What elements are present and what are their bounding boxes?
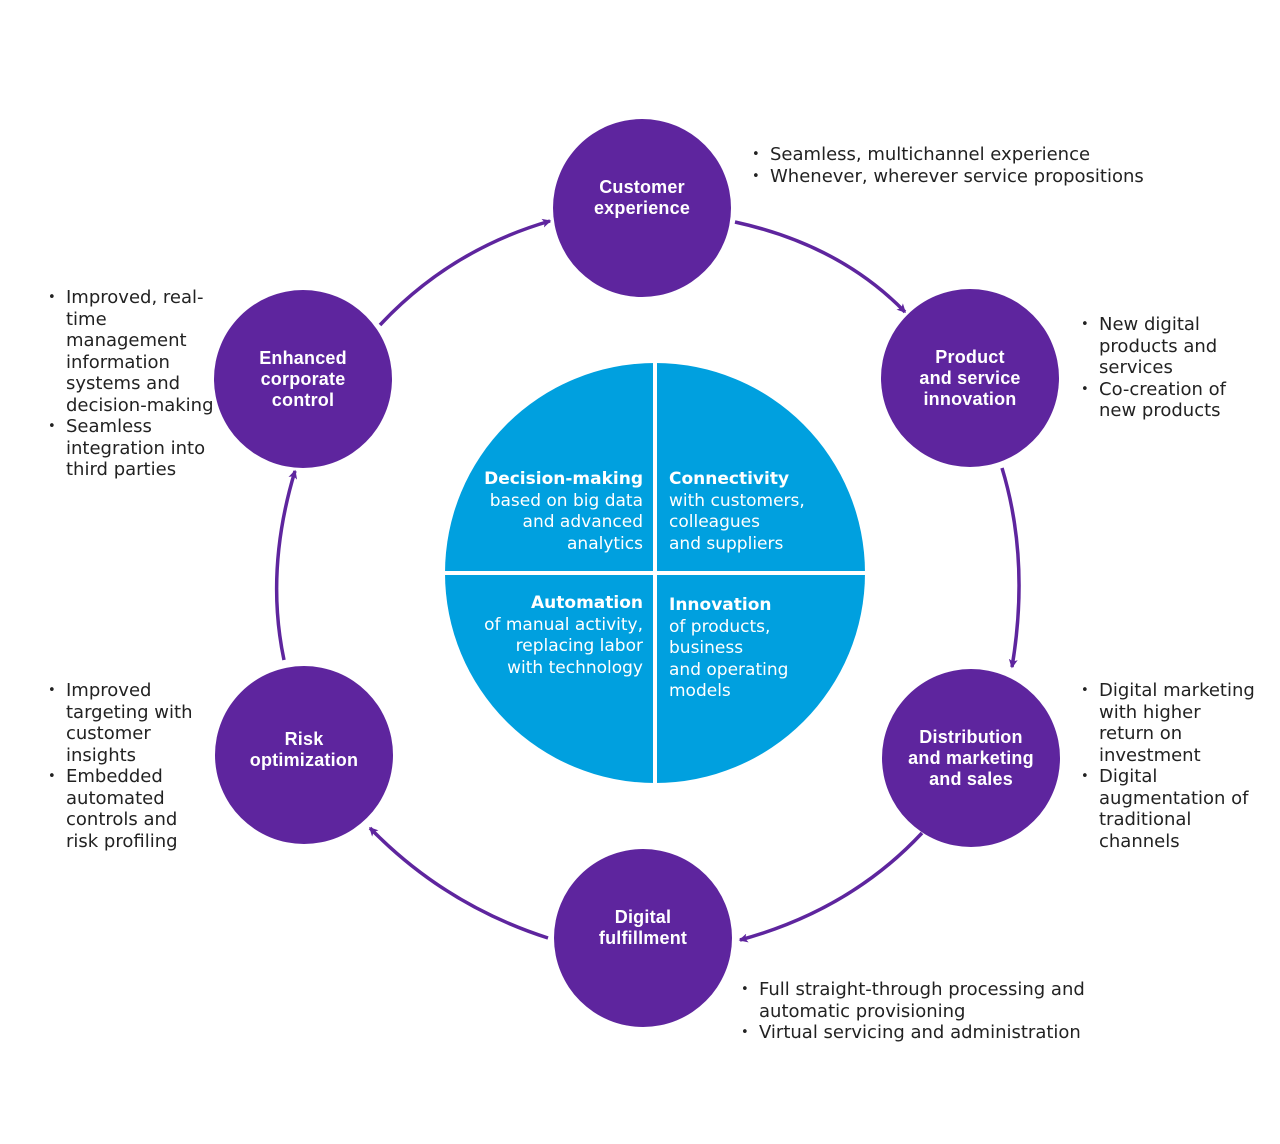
arrow-customer-to-product xyxy=(734,220,907,314)
hub-quadrant-decision-making: Decision-making based on big data and ad… xyxy=(445,363,653,571)
quadrant-subtitle: of manual activity, replacing labor with… xyxy=(484,614,643,678)
notes-enhanced-corporate-control: Improved, real-time management informati… xyxy=(48,287,218,481)
node-customer-experience: Customer experience xyxy=(553,119,731,297)
note-item: Virtual servicing and administration xyxy=(741,1022,1181,1044)
notes-product-service-innovation: New digital products and services Co-cre… xyxy=(1081,314,1241,422)
node-label: Product and service innovation xyxy=(919,346,1021,409)
note-item: Digital marketing with higher return on … xyxy=(1081,680,1256,766)
quadrant-title: Innovation xyxy=(669,595,772,615)
arrow-distribution-to-fulfillment xyxy=(738,831,924,943)
central-hub: Decision-making based on big data and ad… xyxy=(445,363,865,783)
arrow-product-to-distribution xyxy=(1000,467,1021,669)
quadrant-subtitle: with customers, colleagues and suppliers xyxy=(669,490,805,554)
quadrant-title: Connectivity xyxy=(669,469,790,489)
node-distribution-marketing-sales: Distribution and marketing and sales xyxy=(882,669,1060,847)
node-enhanced-corporate-control: Enhanced corporate control xyxy=(214,290,392,468)
arrow-fulfillment-to-risk xyxy=(368,826,549,940)
note-item: Seamless, multichannel experience xyxy=(752,144,1152,166)
node-label: Customer experience xyxy=(593,177,691,218)
arrow-risk-to-control xyxy=(274,469,298,661)
note-item: New digital products and services xyxy=(1081,314,1241,379)
note-item: Embedded automated controls and risk pro… xyxy=(48,766,208,852)
quadrant-title: Decision-making xyxy=(484,469,643,489)
note-item: Whenever, wherever service propositions xyxy=(752,166,1152,188)
node-product-service-innovation: Product and service innovation xyxy=(881,289,1059,467)
note-item: Co-creation of new products xyxy=(1081,379,1241,422)
node-risk-optimization: Risk optimization xyxy=(215,666,393,844)
note-item: Full straight-through processing and aut… xyxy=(741,979,1181,1022)
note-item: Improved, real-time management informati… xyxy=(48,287,218,416)
node-label: Enhanced corporate control xyxy=(259,347,347,410)
hub-quadrant-innovation: Innovation of products, business and ope… xyxy=(657,575,865,783)
quadrant-subtitle: based on big data and advanced analytics xyxy=(489,490,643,554)
notes-customer-experience: Seamless, multichannel experience Whenev… xyxy=(752,144,1152,187)
notes-digital-fulfillment: Full straight-through processing and aut… xyxy=(741,979,1181,1044)
quadrant-title: Automation xyxy=(531,593,643,613)
note-item: Seamless integration into third parties xyxy=(48,416,218,481)
hub-quadrant-automation: Automation of manual activity, replacing… xyxy=(445,575,653,783)
node-label: Digital fulfillment xyxy=(598,907,688,948)
note-item: Improved targeting with customer insight… xyxy=(48,680,208,766)
quadrant-subtitle: of products, business and operating mode… xyxy=(669,616,789,702)
notes-risk-optimization: Improved targeting with customer insight… xyxy=(48,680,208,852)
hub-quadrant-connectivity: Connectivity with customers, colleagues … xyxy=(657,363,865,571)
node-label: Distribution and marketing and sales xyxy=(908,726,1034,789)
node-label: Risk optimization xyxy=(249,729,359,770)
arrow-control-to-customer xyxy=(378,218,552,327)
node-digital-fulfillment: Digital fulfillment xyxy=(554,849,732,1027)
note-item: Digital augmentation of traditional chan… xyxy=(1081,766,1256,852)
notes-distribution-marketing-sales: Digital marketing with higher return on … xyxy=(1081,680,1256,852)
